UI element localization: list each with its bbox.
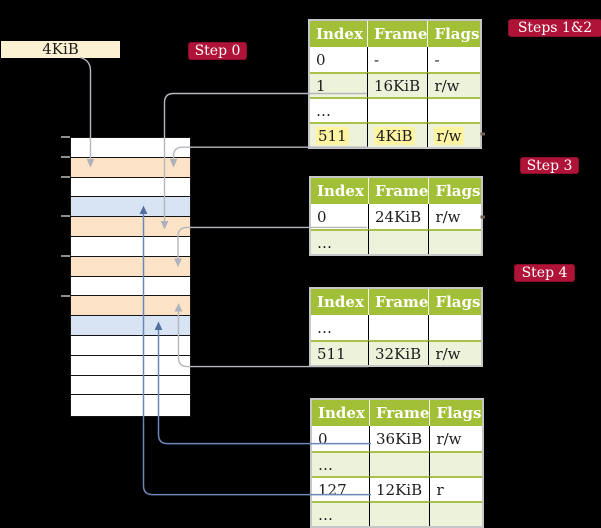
- col-header-index: Index: [311, 289, 368, 315]
- cell-frame: [367, 97, 428, 122]
- cell-index: …: [311, 315, 368, 340]
- memory-row-white: [71, 375, 190, 396]
- cell-frame: 24KiB: [368, 204, 429, 229]
- memory-tick: [61, 156, 70, 158]
- cell-frame: 4KiB: [367, 122, 428, 147]
- cell-flags: r/w: [427, 122, 481, 147]
- memory-row-white: [71, 335, 190, 356]
- page-table-2: Index Frame Flags 0 24KiB r/w …: [309, 176, 484, 256]
- cell-frame: [368, 315, 429, 340]
- cell-flags: r/w: [428, 340, 482, 365]
- cell-flags: -: [427, 47, 481, 72]
- memory-row-white: [71, 177, 190, 198]
- cell-frame: 16KiB: [367, 72, 428, 97]
- table-row: 0 - -: [310, 47, 481, 72]
- memory-row-white: [71, 355, 190, 376]
- table-row: 0 24KiB r/w: [311, 204, 482, 229]
- cell-flags: r/w: [428, 204, 482, 229]
- cell-frame: [368, 229, 429, 254]
- page-table-4: Index Frame Flags 0 36KiB r/w … 127 12Ki…: [310, 398, 485, 528]
- cell-flags: [429, 451, 483, 476]
- table-row: 127 12KiB r: [312, 476, 483, 501]
- memory-row-blue: [71, 316, 190, 336]
- cell-flags: r: [429, 476, 483, 501]
- col-header-index: Index: [310, 21, 367, 47]
- table-row: …: [312, 451, 483, 476]
- cell-index: 127: [312, 476, 369, 501]
- memory-row-white: [71, 395, 190, 415]
- table-row: …: [311, 315, 482, 340]
- table-header-row: Index Frame Flags: [311, 289, 482, 315]
- memory-tick: [61, 215, 70, 218]
- cell-flags: r/w: [427, 72, 481, 97]
- memory-row-white: [71, 276, 190, 297]
- col-header-index: Index: [312, 400, 369, 426]
- cell-flags: [428, 229, 482, 254]
- cell-frame: 12KiB: [369, 476, 430, 501]
- table-header-row: Index Frame Flags: [311, 178, 482, 204]
- cell-frame: -: [367, 47, 428, 72]
- badge-step-4: Step 4: [514, 264, 575, 282]
- cell-index: …: [312, 451, 369, 476]
- memory-row-white: [71, 138, 190, 158]
- col-header-flags: Flags: [428, 289, 482, 315]
- memory-row-orange: [71, 217, 190, 237]
- cell-frame: [369, 451, 430, 476]
- table-row: …: [312, 501, 483, 526]
- memory-tick: [61, 294, 70, 297]
- memory-row-orange: [71, 296, 190, 317]
- cell-flags: [427, 97, 481, 122]
- table-row: 0 36KiB r/w: [312, 426, 483, 451]
- memory-tick: [61, 175, 70, 178]
- cell-index: 0: [310, 47, 367, 72]
- col-header-flags: Flags: [427, 21, 481, 47]
- memory-tick: [61, 136, 70, 138]
- page-table-1: Index Frame Flags 0 - - 1 16KiB r/w … 51…: [308, 19, 483, 149]
- table-row-highlighted: 511 4KiB r/w: [310, 122, 481, 147]
- col-header-flags: Flags: [428, 178, 482, 204]
- badge-step-0: Step 0: [188, 42, 247, 60]
- table-row: 511 32KiB r/w: [311, 340, 482, 365]
- frame-size-label: 4KiB: [1, 41, 120, 58]
- memory-row-white: [71, 236, 190, 257]
- cell-index: …: [312, 501, 369, 526]
- table-row: …: [310, 97, 481, 122]
- memory-column: [70, 137, 191, 417]
- col-header-frame: Frame: [368, 289, 429, 315]
- col-header-frame: Frame: [369, 400, 430, 426]
- cell-index: 0: [311, 204, 368, 229]
- cell-flags: r/w: [429, 426, 483, 451]
- cell-flags: [428, 315, 482, 340]
- cell-index: 511: [311, 340, 368, 365]
- badge-step-3: Step 3: [520, 157, 579, 174]
- cell-index: …: [310, 97, 367, 122]
- cell-index: …: [311, 229, 368, 254]
- cell-index: 0: [312, 426, 369, 451]
- memory-tick: [61, 255, 70, 257]
- table-header-row: Index Frame Flags: [310, 21, 481, 47]
- cell-index: 1: [310, 72, 367, 97]
- cell-flags: [429, 501, 483, 526]
- memory-row-blue: [71, 197, 190, 218]
- col-header-frame: Frame: [368, 178, 429, 204]
- cell-frame: 36KiB: [369, 426, 430, 451]
- col-header-frame: Frame: [367, 21, 428, 47]
- memory-row-orange: [71, 256, 190, 277]
- table-row: …: [311, 229, 482, 254]
- highlighted-value: r/w: [434, 126, 464, 145]
- cell-frame: [369, 501, 430, 526]
- page-table-3: Index Frame Flags … 511 32KiB r/w: [309, 287, 484, 367]
- table-row: 1 16KiB r/w: [310, 72, 481, 97]
- highlighted-value: 4KiB: [374, 126, 415, 145]
- memory-row-orange: [71, 157, 190, 178]
- table-header-row: Index Frame Flags: [312, 400, 483, 426]
- highlighted-value: 511: [316, 126, 349, 145]
- badge-steps-1-2: Steps 1&2: [508, 19, 601, 37]
- col-header-index: Index: [311, 178, 368, 204]
- col-header-flags: Flags: [429, 400, 483, 426]
- cell-index: 511: [310, 122, 367, 147]
- cell-frame: 32KiB: [368, 340, 429, 365]
